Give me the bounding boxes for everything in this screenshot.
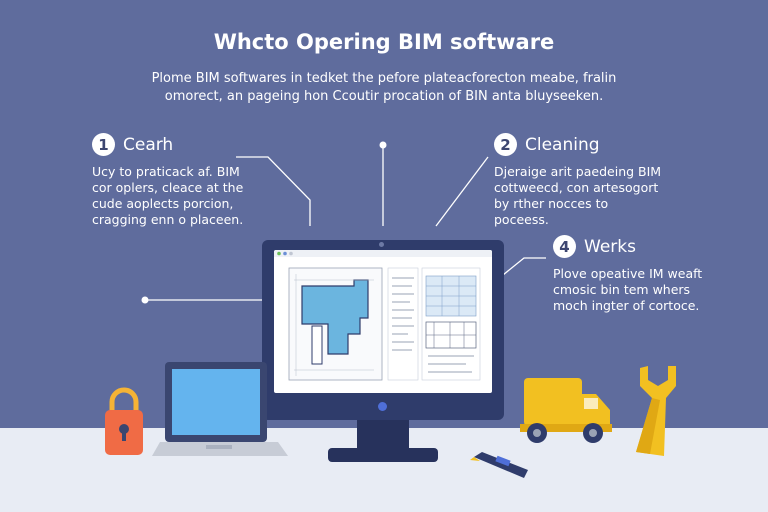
step-4: 4 Werks Plove opeative IM weaft cmosic b… [553, 235, 713, 314]
monitor-icon [262, 240, 504, 420]
connector-dot-left [141, 296, 149, 304]
step-2: 2 Cleaning Djeraige arit paedeing BIM co… [494, 133, 664, 228]
bim-floor-plan-graphic [274, 250, 492, 381]
step-1-number: 1 [92, 133, 115, 156]
step-4-number: 4 [553, 235, 576, 258]
power-led [378, 402, 387, 411]
step-2-title: Cleaning [525, 134, 600, 155]
webcam-dot [379, 242, 384, 247]
connector-step-4 [502, 257, 546, 276]
wrench-icon [636, 366, 676, 456]
pencil-icon [470, 452, 528, 478]
monitor-stand-neck [357, 420, 409, 450]
step-4-text: Plove opeative IM weaft cmosic bin tem w… [553, 266, 703, 313]
connector-dot-top [379, 141, 387, 149]
connector-step-1 [236, 156, 311, 226]
step-1-title: Cearh [123, 134, 174, 155]
laptop-icon [152, 362, 288, 456]
step-1: 1 Cearh Ucy to praticack af. BIM cor opl… [92, 133, 252, 228]
padlock-icon [105, 387, 143, 455]
step-2-number: 2 [494, 133, 517, 156]
page-title: Whcto Opering BIM software [213, 30, 555, 54]
truck-icon [520, 378, 612, 443]
step-2-text: Djeraige arit paedeing BIM cottweecd, co… [494, 164, 662, 227]
connector-step-2 [435, 156, 489, 227]
step-1-text: Ucy to praticack af. BIM cor oplers, cle… [92, 164, 244, 227]
page-subtitle: Plome BIM softwares in tedket the pefore… [151, 71, 617, 104]
monitor-stand-base [328, 448, 438, 462]
step-4-title: Werks [584, 236, 636, 257]
bim-software-screen [274, 250, 492, 393]
